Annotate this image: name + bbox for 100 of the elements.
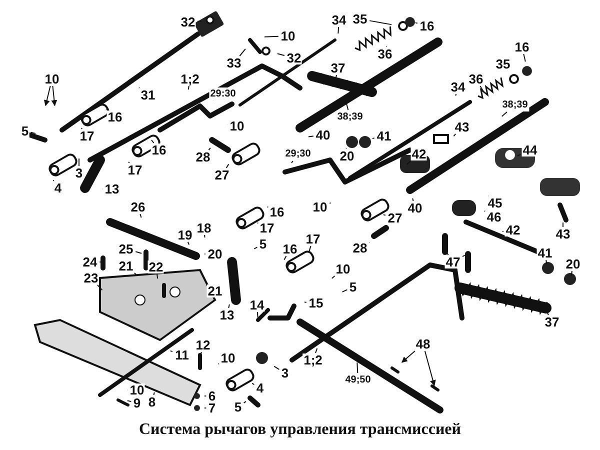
callout-number: 28 [352, 242, 368, 254]
callout-number: 35 [352, 12, 368, 26]
callout-number: 49;50 [344, 374, 372, 386]
leader-line [570, 270, 572, 276]
callout-number: 46 [486, 210, 502, 224]
callout-number: 34 [450, 80, 466, 94]
callout-number: 40 [314, 128, 332, 142]
leader-line [204, 234, 206, 238]
leader-line [412, 198, 414, 202]
callout-number: 20 [564, 258, 582, 270]
callout-number: 9 [132, 396, 142, 410]
callout-number: 29;30 [284, 148, 312, 160]
leader-line [308, 246, 312, 254]
leader-line [356, 362, 358, 374]
leader-line [200, 352, 202, 356]
leader-line [284, 256, 287, 260]
callout-number: 4 [53, 182, 63, 194]
callout-number: 34 [330, 14, 348, 26]
callout-number: 13 [104, 182, 120, 196]
callout-number: 5 [233, 400, 243, 414]
callout-number: 17 [258, 222, 276, 234]
callout-number: 16 [418, 20, 436, 32]
callout-number: 5 [20, 124, 30, 138]
callout-number: 19 [176, 228, 194, 242]
leader-line [151, 140, 154, 144]
leader-line [170, 350, 173, 352]
callout-number: 17 [304, 232, 322, 246]
callout-number: 26 [130, 200, 146, 214]
callout-number: 36 [376, 48, 394, 60]
callout-number: 20 [338, 150, 356, 162]
callout-number: 32 [286, 52, 302, 64]
callout-number: 1;2 [180, 72, 200, 86]
callout-number: 32 [180, 16, 196, 28]
leader-line [254, 246, 258, 250]
caption: Система рычагов управления трансмиссией [138, 421, 462, 439]
callout-number: 10 [228, 120, 246, 132]
callout-number: 4 [255, 382, 265, 394]
callout-number: 3 [74, 166, 84, 180]
callout-number: 17 [78, 130, 96, 142]
callout-number: 20 [206, 248, 224, 260]
callout-number: 6 [207, 390, 217, 402]
callout-number: 10 [280, 30, 296, 42]
leader-line [369, 20, 392, 26]
leader-line [523, 54, 526, 62]
leader-line [256, 312, 258, 318]
callout-number: 16 [106, 110, 124, 124]
leader-line [140, 214, 142, 218]
leader-line [78, 158, 80, 166]
leader-line [406, 160, 412, 165]
callout-number: 33 [226, 56, 242, 70]
callout-number: 1;2 [302, 354, 324, 366]
callout-number: 45 [486, 196, 504, 210]
leader-line [276, 53, 285, 56]
callout-number: 3 [280, 366, 290, 380]
leader-line [252, 382, 255, 386]
leader-line [156, 274, 158, 280]
callout-number: 43 [454, 120, 470, 134]
leader-line [290, 160, 294, 164]
callout-number: 41 [376, 130, 392, 142]
callout-number: 5 [348, 280, 358, 294]
leader-line [331, 276, 336, 279]
callout-number: 10 [44, 72, 60, 86]
callout-number: 10 [220, 352, 236, 364]
leader-line [197, 20, 202, 22]
leader-line [424, 350, 436, 386]
leader-line [134, 272, 137, 275]
leader-line [51, 86, 58, 106]
callout-number: 29:30 [209, 88, 237, 100]
callout-number: 41 [536, 246, 554, 260]
leader-line [243, 400, 246, 404]
leader-line [52, 180, 54, 182]
callout-number: 48 [414, 338, 432, 350]
leader-line [453, 134, 456, 137]
leader-line [455, 94, 457, 96]
callout-number: 47 [444, 256, 462, 268]
callout-number: 44 [522, 144, 538, 156]
callout-number: 28 [194, 150, 212, 164]
callout-number: 16 [150, 144, 168, 156]
leader-line [562, 222, 564, 228]
leader-line [480, 86, 484, 92]
callout-number: 40 [406, 202, 424, 214]
leader-line [239, 48, 246, 56]
leader-line [135, 251, 142, 254]
leader-line [372, 138, 375, 139]
leader-line [208, 147, 211, 150]
leader-line [382, 214, 386, 216]
leader-line [401, 350, 416, 363]
leader-line [126, 400, 132, 402]
callout-number: 35 [494, 58, 512, 70]
leader-line [97, 284, 103, 291]
leader-line [462, 254, 466, 258]
callout-number: 36 [468, 72, 484, 86]
callout-number: 38;39 [336, 110, 364, 124]
leader-line [153, 392, 155, 396]
callout-number: 37 [544, 316, 560, 328]
leader-line [335, 74, 337, 80]
leader-line [228, 304, 230, 308]
callout-number: 17 [126, 164, 144, 176]
leader-line [342, 289, 348, 292]
leader-line [226, 164, 230, 168]
